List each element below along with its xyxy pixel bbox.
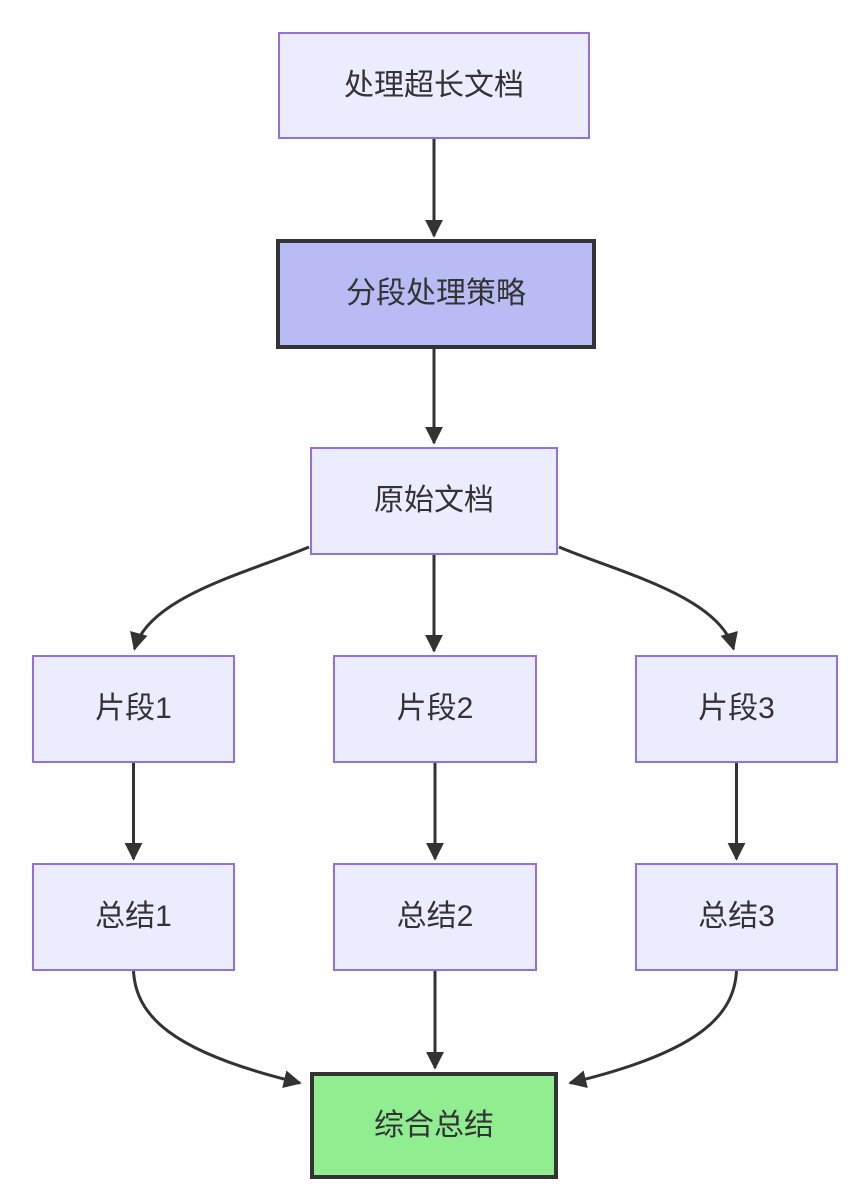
node-segment-1: 片段1 [32,655,235,763]
node-summary-3: 总结3 [635,863,838,971]
node-summary-2: 总结2 [333,863,537,971]
node-segment-2: 片段2 [333,655,537,763]
node-original-document: 原始文档 [310,447,558,555]
node-summary-1: 总结1 [32,863,235,971]
node-process-long-document: 处理超长文档 [278,32,590,139]
edge-source-to-segment-1 [130,545,310,651]
edge-summary-3-to-final [568,970,738,1088]
node-final-summary: 综合总结 [310,1072,558,1179]
edge-summary-1-to-final [132,970,302,1088]
edge-source-to-segment-3 [558,545,738,651]
node-segment-3: 片段3 [635,655,838,763]
node-segmentation-strategy: 分段处理策略 [276,239,596,349]
